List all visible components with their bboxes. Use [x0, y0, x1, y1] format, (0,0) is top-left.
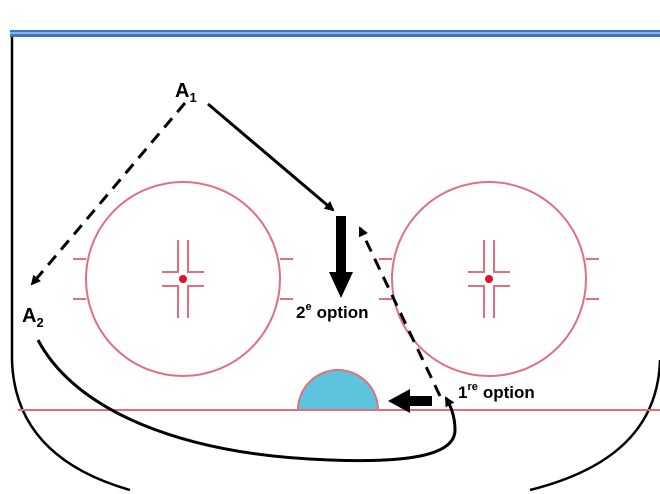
goal-crease [296, 369, 380, 411]
arrow-a1-to-a2-dashed [30, 102, 187, 286]
arrow-first-option-dashed-up [358, 226, 442, 397]
first-option-left-arrow [388, 389, 432, 413]
right-faceoff-dot [485, 275, 493, 283]
second-option-down-arrow [329, 216, 353, 298]
arrow-a1-to-second-option [207, 102, 335, 212]
right-faceoff-circle [379, 181, 599, 377]
rink-boards [10, 37, 660, 492]
left-faceoff-dot [179, 275, 187, 283]
blue-line-highlight [10, 32, 660, 34]
left-faceoff-circle [73, 181, 293, 377]
label-a1: A1 [175, 80, 197, 105]
arrow-a2-curve-behind-net [36, 339, 457, 463]
label-a2: A2 [22, 305, 44, 330]
